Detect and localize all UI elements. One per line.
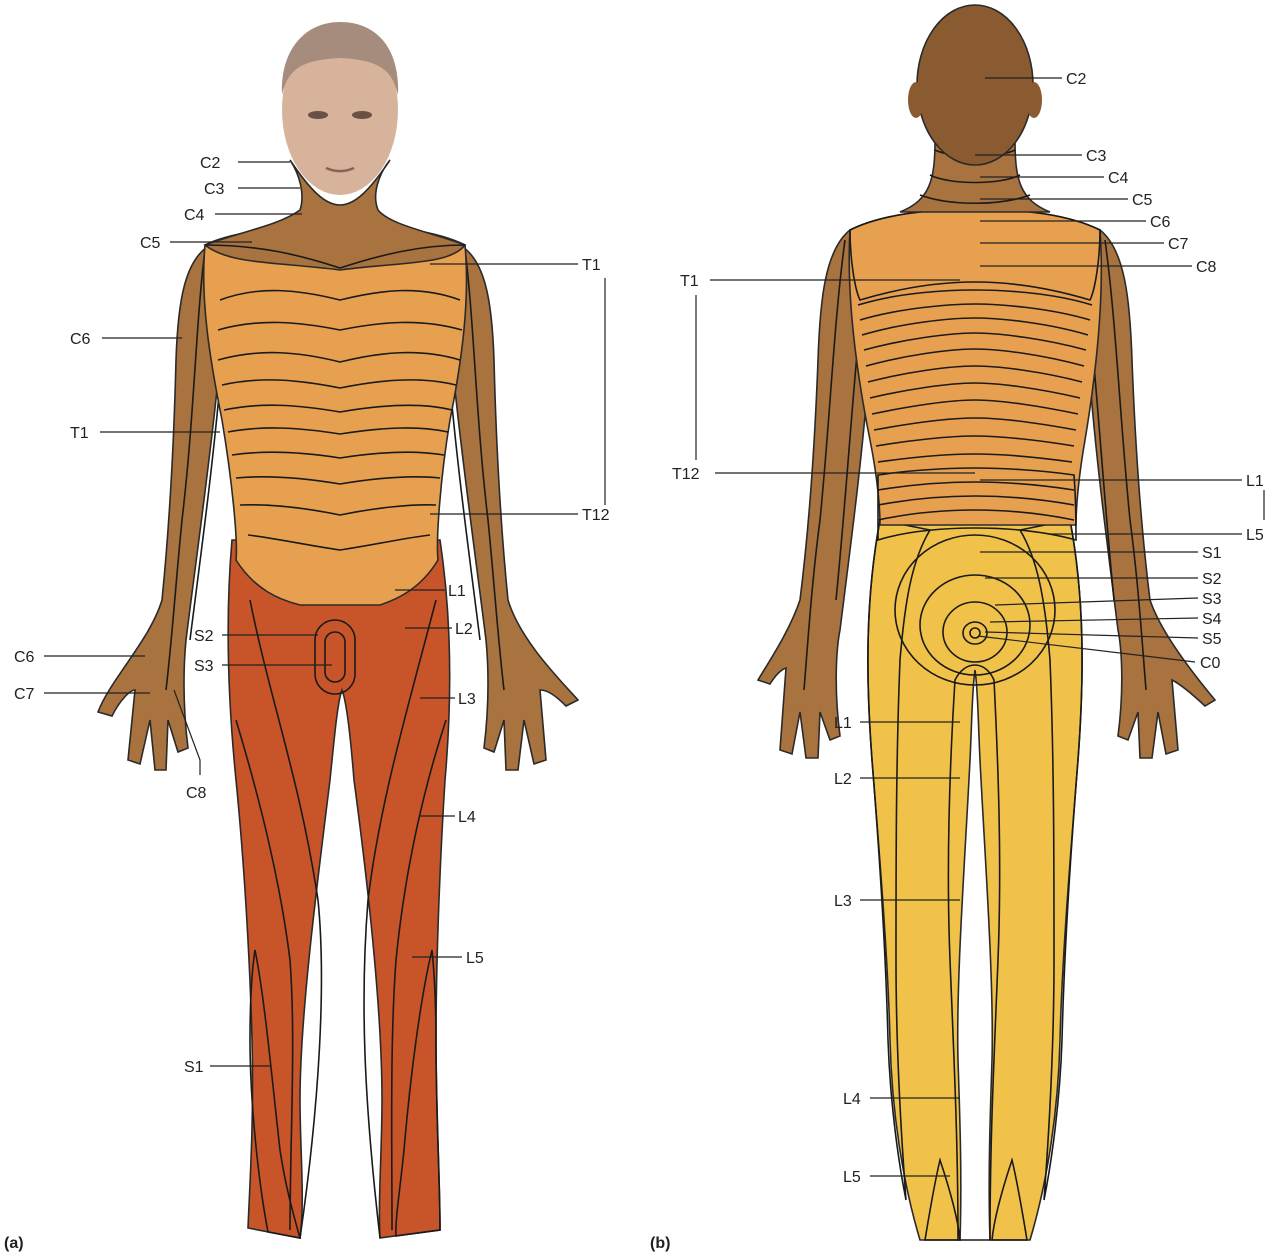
label-back-l2: L2 [834, 771, 852, 788]
label-front-s1: S1 [184, 1059, 204, 1076]
label-front-c5: C5 [140, 235, 161, 252]
label-front-t12: T12 [582, 507, 610, 524]
label-front-l5: L5 [466, 950, 484, 967]
anterior-eye-left [308, 111, 328, 119]
label-front-c8-hand: C8 [186, 785, 207, 802]
label-back-c7: C7 [1168, 236, 1189, 253]
anterior-eye-right [352, 111, 372, 119]
posterior-right-arm [1087, 230, 1215, 758]
anterior-left-arm [98, 245, 222, 770]
label-back-s1: S1 [1202, 545, 1222, 562]
label-front-t1-arm: T1 [70, 425, 89, 442]
label-back-s5: S5 [1202, 631, 1222, 648]
label-back-c8: C8 [1196, 259, 1217, 276]
label-back-c4: C4 [1108, 170, 1129, 187]
label-back-c2: C2 [1066, 71, 1087, 88]
label-back-l1-top: L1 [1246, 473, 1264, 490]
panel-label-b: (b) [650, 1235, 670, 1252]
anterior-torso [204, 224, 467, 605]
label-front-s3: S3 [194, 658, 214, 675]
label-front-l4: L4 [458, 809, 476, 826]
label-front-l3: L3 [458, 691, 476, 708]
label-front-c4: C4 [184, 207, 205, 224]
label-front-c2: C2 [200, 155, 221, 172]
posterior-ear-right [1026, 82, 1042, 118]
label-back-s3: S3 [1202, 591, 1222, 608]
label-front-s2: S2 [194, 628, 214, 645]
label-back-c6: C6 [1150, 214, 1171, 231]
label-back-c5: C5 [1132, 192, 1153, 209]
label-front-l1: L1 [448, 583, 466, 600]
label-back-t1: T1 [680, 273, 699, 290]
label-front-c6-hand: C6 [14, 649, 35, 666]
posterior-torso [849, 210, 1101, 525]
label-front-l2: L2 [455, 621, 473, 638]
label-back-t12: T12 [672, 466, 700, 483]
label-front-t1: T1 [582, 257, 601, 274]
anterior-legs [228, 540, 450, 1238]
label-front-c7-hand: C7 [14, 686, 35, 703]
posterior-ear-left [908, 82, 924, 118]
label-back-l4: L4 [843, 1091, 861, 1108]
posterior-head [917, 5, 1033, 165]
label-back-s2: S2 [1202, 571, 1222, 588]
label-back-c3: C3 [1086, 148, 1107, 165]
label-front-c3: C3 [204, 181, 225, 198]
panel-label-a: (a) [4, 1235, 24, 1252]
label-back-l5: L5 [843, 1169, 861, 1186]
anterior-body [98, 22, 578, 1238]
posterior-body [758, 5, 1215, 1240]
label-back-s4: S4 [1202, 611, 1222, 628]
label-back-l5-top: L5 [1246, 527, 1264, 544]
label-back-l3: L3 [834, 893, 852, 910]
label-back-c0: C0 [1200, 655, 1221, 672]
label-back-l1: L1 [834, 715, 852, 732]
label-front-c6-shoulder: C6 [70, 331, 91, 348]
